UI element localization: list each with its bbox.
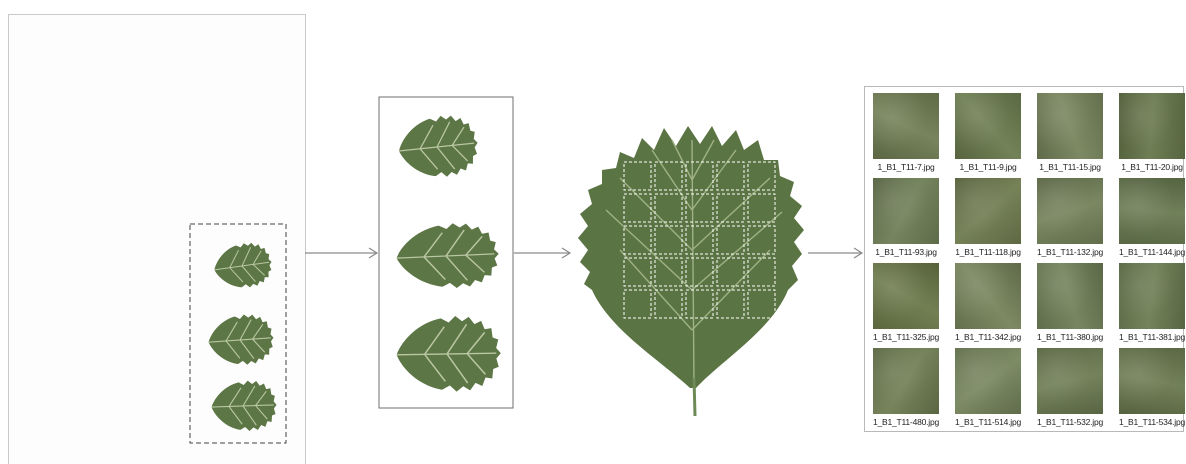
patch-filename: 1_B1_T11-480.jpg	[865, 417, 947, 427]
patch-filename: 1_B1_T11-342.jpg	[947, 332, 1029, 342]
patch-filename: 1_B1_T11-534.jpg	[1111, 417, 1186, 427]
patch-thumbnail[interactable]	[873, 93, 939, 159]
patch-filename: 1_B1_T11-93.jpg	[865, 247, 947, 257]
patch-thumbnail[interactable]	[955, 178, 1021, 244]
patch-thumbnail[interactable]	[873, 178, 939, 244]
sheet-leaf-2	[207, 313, 275, 368]
patch-thumbnail[interactable]	[873, 348, 939, 414]
patch-filename: 1_B1_T11-118.jpg	[947, 247, 1029, 257]
patch-thumbnail[interactable]	[1037, 178, 1103, 244]
arrow-output	[808, 248, 862, 258]
patch-filename: 1_B1_T11-532.jpg	[1029, 417, 1111, 427]
patch-thumbnail[interactable]	[1037, 263, 1103, 329]
patch-filename: 1_B1_T11-132.jpg	[1029, 247, 1111, 257]
patch-thumbnail[interactable]	[955, 348, 1021, 414]
arrow-crop	[305, 248, 377, 258]
patch-filename: 1_B1_T11-514.jpg	[947, 417, 1029, 427]
patch-filename: 1_B1_T11-380.jpg	[1029, 332, 1111, 342]
patch-filename: 1_B1_T11-15.jpg	[1029, 162, 1111, 172]
patch-thumbnail[interactable]	[1119, 348, 1185, 414]
sheet-leaf-1	[211, 240, 274, 292]
patch-thumbnail[interactable]	[1119, 178, 1185, 244]
patch-filename: 1_B1_T11-20.jpg	[1111, 162, 1186, 172]
patch-filename: 1_B1_T11-381.jpg	[1111, 332, 1186, 342]
patch-thumbnail[interactable]	[1037, 93, 1103, 159]
patch-filename: 1_B1_T11-325.jpg	[865, 332, 947, 342]
patch-thumbnail[interactable]	[955, 263, 1021, 329]
sheet-leaf-3	[211, 380, 278, 433]
patch-filename: 1_B1_T11-144.jpg	[1111, 247, 1186, 257]
patch-thumbnail[interactable]	[955, 93, 1021, 159]
arrow-segment	[514, 248, 570, 258]
large-leaf	[578, 126, 804, 416]
patch-thumbnail[interactable]	[1119, 263, 1185, 329]
patch-thumbnail[interactable]	[1119, 93, 1185, 159]
patch-thumbnail[interactable]	[873, 263, 939, 329]
patch-filename: 1_B1_T11-7.jpg	[865, 162, 947, 172]
patch-thumbnail[interactable]	[1037, 348, 1103, 414]
patch-filename: 1_B1_T11-9.jpg	[947, 162, 1029, 172]
